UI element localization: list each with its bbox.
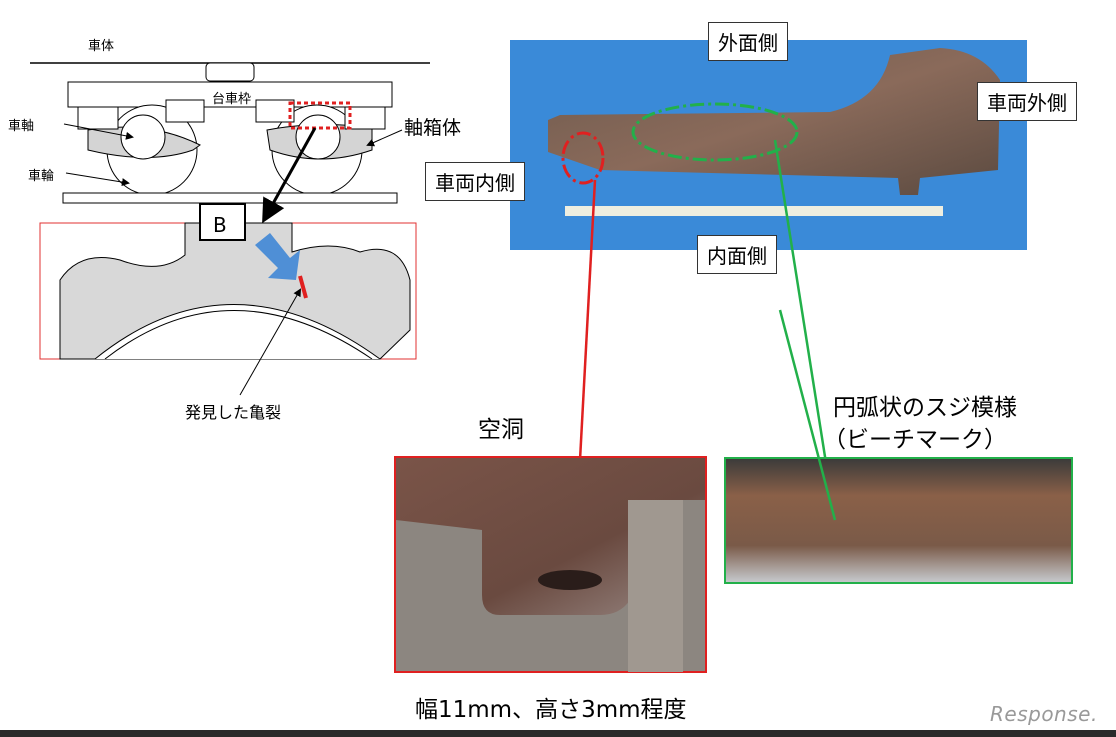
- response-watermark: Response.: [990, 702, 1098, 726]
- axle-box-label: 軸箱体: [404, 117, 461, 139]
- cavity-title: 空洞: [478, 417, 524, 443]
- outer-face-label: 外面側: [708, 22, 788, 61]
- inner-face-label: 内面側: [697, 235, 777, 274]
- bogie-diagram: 車体 台車枠 車軸 車輪 軸箱体: [8, 39, 461, 224]
- bottom-bar: [0, 730, 1116, 737]
- cavity-photo: [394, 456, 707, 673]
- car-inner-side-label: 車両内側: [425, 162, 525, 201]
- detail-marker-b: B: [213, 213, 227, 237]
- axle-label: 車軸: [8, 119, 34, 134]
- beach-mark-photo: [724, 457, 1073, 584]
- cavity-caption: 幅11mm、高さ3mm程度: [415, 697, 687, 723]
- bogie-frame-label: 台車枠: [212, 92, 251, 107]
- wheel-label: 車輪: [28, 168, 54, 184]
- detail-b: B 発見した亀裂: [39, 203, 417, 422]
- crack-label: 発見した亀裂: [185, 403, 281, 422]
- axle-box-photo: [510, 40, 1027, 250]
- beach-mark-title: 円弧状のスジ模様: [833, 395, 1017, 421]
- beach-mark-subtitle: （ビーチマーク）: [823, 427, 1007, 453]
- car-body-label: 車体: [88, 39, 114, 54]
- car-outer-side-label: 車両外側: [977, 82, 1077, 121]
